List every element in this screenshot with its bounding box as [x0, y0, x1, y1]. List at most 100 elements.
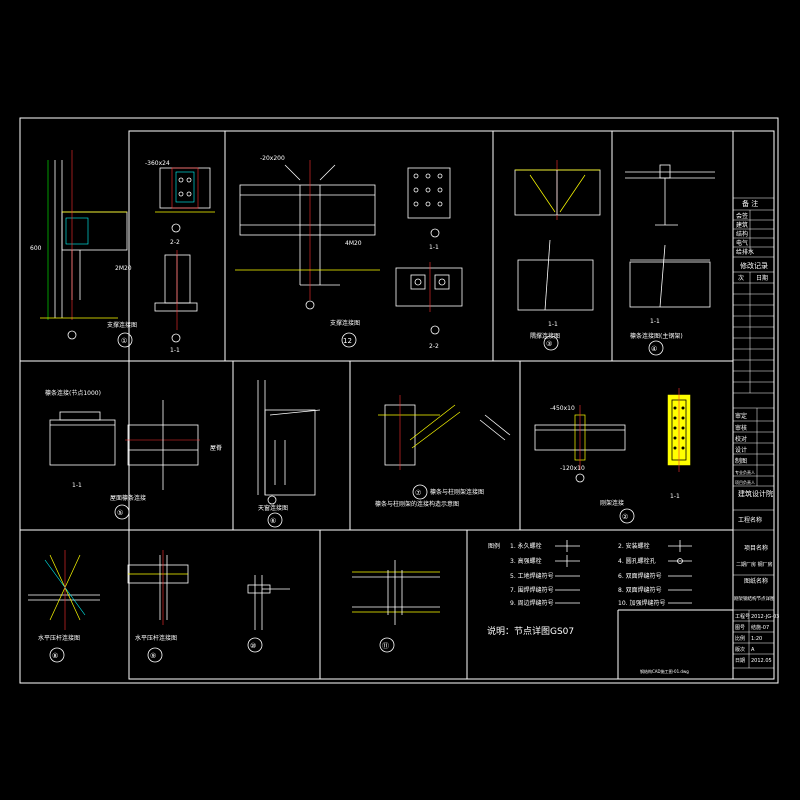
detail-1: ① 支撑连接图 2M20 600 2-2 -360x24 1-1 [30, 150, 215, 354]
detail-5-title: 屋面檩条连接 [110, 494, 146, 502]
title-block: 备 注 会签 建筑 结构 电气 给排水 修改记录 次 日期 审定 审核 [733, 197, 779, 669]
tb-row-jiegou: 结构 [736, 230, 748, 238]
tb-info-val-1: 结施-07 [751, 624, 769, 631]
detail-8: 水平压杆连接图 ⑧ [28, 550, 100, 663]
detail-11-number: ⑪ [382, 642, 389, 650]
detail-5: 檩条连接(节点1000) 1-1 屋脊 ⑤ 屋面檩条连接 [45, 389, 222, 520]
detail-1-section-label: 2-2 [170, 239, 180, 246]
detail-1-dim: 600 [30, 245, 42, 252]
detail-4-number: ④ [651, 345, 657, 353]
detail-3-number: ③ [546, 340, 552, 348]
tb-version-label: 修改记录 [740, 261, 768, 270]
detail-5-section-label: 1-1 [72, 482, 82, 489]
detail-5-number: ⑤ [117, 509, 123, 517]
detail-5-top-label: 檩条连接(节点1000) [45, 389, 101, 397]
detail-9-title: 水平压杆连接图 [135, 634, 177, 642]
tb-info-key-2: 比例 [735, 635, 745, 642]
detail-7: ⑦ 檩条与柱刚架连接图 檩条与柱刚架的连接构造示意图 [375, 395, 511, 508]
footer-tiny-text: 钢结构CAD施工图-01.dwg [640, 668, 689, 674]
detail-1-number: ① [121, 337, 127, 345]
detail-12-section2-label: 2-2 [429, 343, 439, 350]
detail-2-number: ② [622, 513, 628, 521]
legend-item-9: 9. 周边焊缝符号 [510, 599, 554, 607]
detail-3: 1-1 ③ 隅撑连接图 [514, 160, 601, 351]
tb-project-label: 工程名称 [738, 516, 762, 524]
legend-left-column: 1. 永久螺栓 3. 高强螺栓 5. 工地焊缝符号 7. 围焊焊缝符号 9. 周… [510, 540, 580, 607]
legend-title: 图例 [488, 542, 500, 550]
detail-12-title: 支撑连接图 [330, 319, 360, 327]
tb-project-name-1: 项目名称 [744, 544, 768, 552]
detail-1-title: 支撑连接图 [107, 321, 137, 329]
detail-11: ⑪ [352, 560, 440, 653]
detail-1-plate: -360x24 [145, 160, 170, 167]
detail-1-bolt-label: 2M20 [115, 265, 132, 272]
detail-7-title: 檩条与柱刚架连接图 [430, 488, 484, 496]
detail-2: -450x10 -120x10 1-1 ② 刚架连接 [534, 388, 691, 524]
detail-1-section2-label: 1-1 [170, 347, 180, 354]
tb-company: 建筑设计院 [738, 489, 773, 498]
legend-right-column: 2. 安装螺栓 4. 圆孔螺栓孔 6. 双面焊缝符号 8. 双面焊缝符号 10.… [618, 540, 692, 607]
detail-2-title: 刚架连接 [600, 499, 624, 507]
legend-item-8: 8. 双面焊缝符号 [618, 586, 662, 594]
tb-info-key-1: 图号 [735, 625, 745, 631]
tb-info-val-4: 2012.05 [751, 658, 772, 664]
detail-10: ⑩ [247, 575, 290, 653]
legend-item-7: 7. 围焊焊缝符号 [510, 586, 554, 594]
tb-row-huiqian: 会签 [736, 212, 748, 220]
detail-12-section-label: 1-1 [429, 244, 439, 251]
tb-info-val-2: 1:20 [751, 636, 762, 642]
tb-sign-zhuanye: 专业负责人 [735, 469, 755, 475]
detail-6-title: 天窗连接图 [258, 504, 288, 512]
detail-4: 1-1 ④ 檩条连接图(主钢架) [625, 164, 715, 356]
detail-9: 水平压杆连接图 ⑨ [127, 550, 189, 663]
detail-7-number: ⑦ [415, 489, 421, 497]
detail-6: ⑥ 天窗连接图 [257, 380, 321, 528]
legend: 图例 1. 永久螺栓 3. 高强螺栓 5. 工地焊缝符号 7. 围焊焊缝符号 9… [487, 540, 692, 674]
legend-item-3: 3. 高强螺栓 [510, 557, 542, 565]
tb-drawing-name: 刚架钢结构节点详图 [734, 595, 775, 602]
tb-sign-xiangmu: 项目负责人 [735, 479, 755, 485]
tb-info-key-3: 版次 [735, 646, 745, 653]
detail-12-bolt: 4M20 [345, 240, 362, 247]
detail-3-title: 隅撑连接图 [530, 332, 560, 340]
tb-remarks: 备 注 [742, 199, 758, 208]
tb-info-key-4: 日期 [735, 658, 745, 664]
detail-12: 12 支撑连接图 4M20 -20x200 1-1 2-2 [235, 155, 463, 350]
detail-12-plate: -20x200 [260, 155, 285, 162]
tb-drawing-label: 图纸名称 [744, 577, 768, 585]
general-note: 说明：节点详图GS07 [487, 625, 574, 637]
detail-9-number: ⑨ [150, 652, 156, 660]
detail-3-section-label: 1-1 [548, 321, 558, 328]
detail-2-top: -450x10 [550, 405, 575, 412]
legend-item-6: 6. 双面焊缝符号 [618, 572, 662, 580]
legend-item-10: 10. 加强焊缝符号 [618, 599, 665, 607]
detail-6-number: ⑥ [270, 517, 276, 525]
tb-row-geipaishui: 给排水 [736, 248, 754, 256]
legend-item-5: 5. 工地焊缝符号 [510, 572, 554, 580]
sheet-frame [19, 117, 779, 684]
legend-item-4: 4. 圆孔螺栓孔 [618, 557, 656, 565]
tb-sign-sheji: 设计 [735, 446, 747, 454]
tb-version-col-2: 日期 [756, 274, 768, 282]
detail-4-title: 檩条连接图(主钢架) [630, 332, 683, 340]
detail-8-number: ⑧ [52, 652, 58, 660]
tb-info-val-0: 2012-JG-03 [751, 614, 779, 620]
tb-sign-shenhe: 审核 [735, 424, 747, 432]
tb-sign-jiaodui: 校对 [735, 435, 747, 443]
tb-version-col-1: 次 [738, 274, 744, 282]
detail-4-section-label: 1-1 [650, 318, 660, 325]
tb-row-dianqi: 电气 [736, 239, 748, 247]
detail-2-bottom: -120x10 [560, 465, 585, 472]
tb-sign-shending: 审定 [735, 412, 747, 420]
detail-5-side-label: 屋脊 [210, 444, 222, 452]
tb-info-val-3: A [751, 647, 755, 653]
legend-item-1: 1. 永久螺栓 [510, 542, 542, 550]
detail-2-section-label: 1-1 [670, 493, 680, 500]
detail-8-title: 水平压杆连接图 [38, 634, 80, 642]
legend-item-2: 2. 安装螺栓 [618, 542, 650, 550]
tb-info-key-0: 工程号 [735, 613, 750, 620]
detail-12-number: 12 [343, 337, 352, 345]
tb-project-name-2: 二期厂房 钢厂房 [736, 561, 773, 568]
detail-7-subtitle: 檩条与柱刚架的连接构造示意图 [375, 500, 459, 508]
